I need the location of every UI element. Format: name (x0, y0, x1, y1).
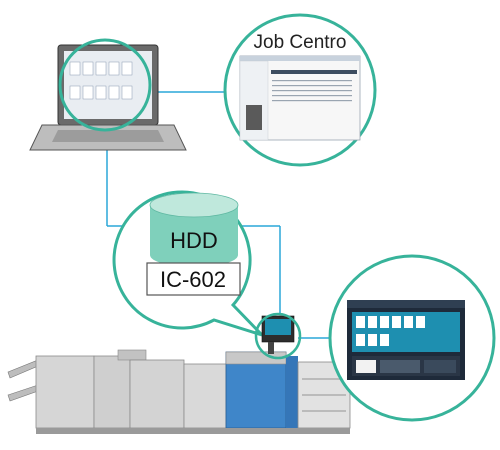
software-window-icon (239, 55, 361, 141)
hdd-cylinder-icon (149, 192, 239, 267)
software-name: Job Centro (254, 32, 347, 53)
software-callout: Job Centro (223, 13, 377, 167)
controller-model-label: IC-602 (160, 267, 226, 292)
touch-panel-icon (347, 300, 465, 380)
hdd-label: HDD (170, 228, 218, 253)
laptop-screen-callout-ring (58, 38, 152, 132)
panel-callout (328, 254, 496, 422)
controller-label-box (146, 262, 241, 296)
production-printer-icon (7, 349, 351, 434)
laptop-screen-thumbnails (69, 61, 133, 100)
printer-panel-callout-ring (254, 312, 302, 360)
controller-callout: HDD IC-602 (112, 190, 264, 337)
connector-lines (106, 91, 330, 339)
printer-panel-icon (261, 315, 295, 354)
laptop-icon (29, 44, 187, 151)
